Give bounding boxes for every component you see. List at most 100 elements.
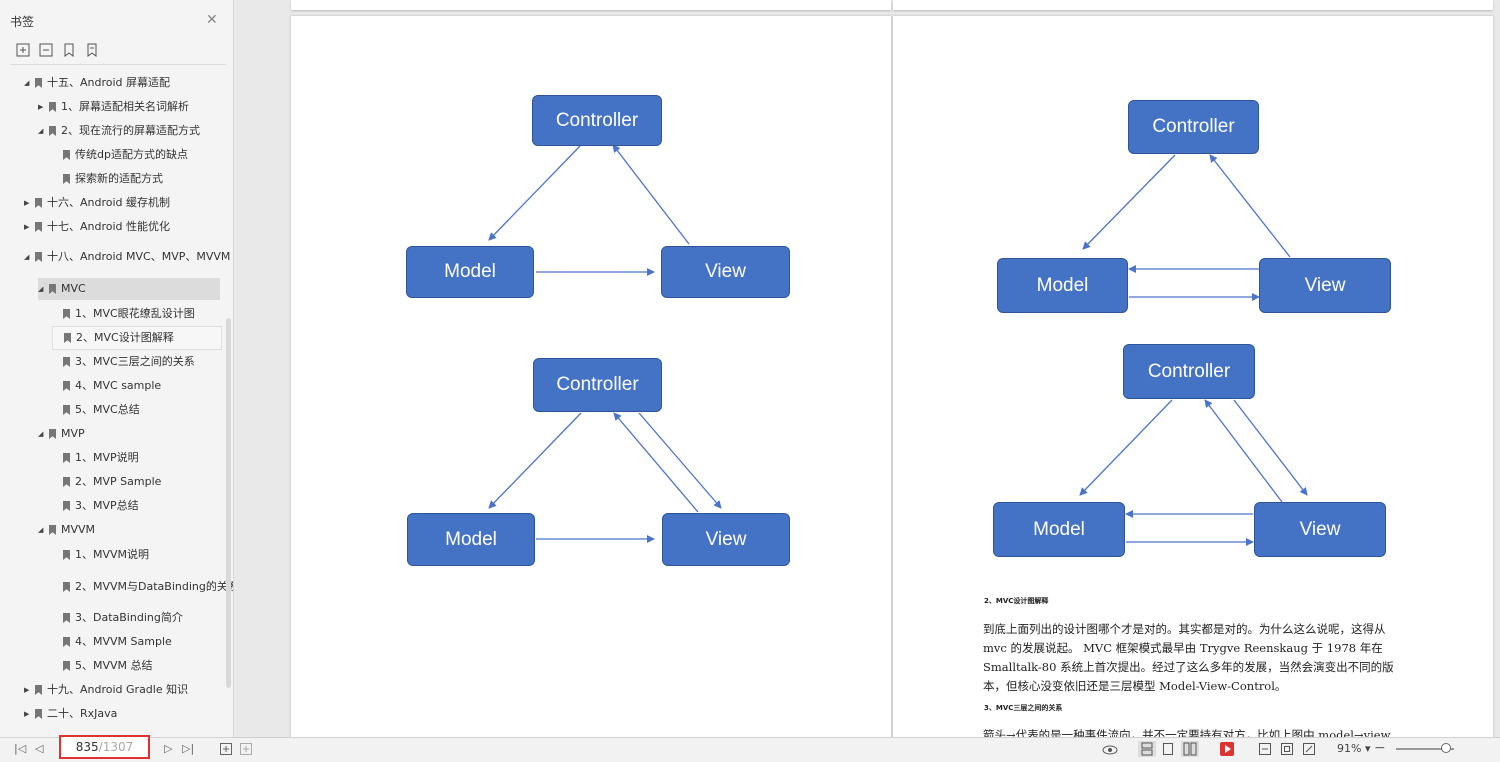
close-icon[interactable]: ✕ [206,12,218,28]
bookmark-panel: 书签 ✕ ◢十五、Android 屏幕适配 ▶1、屏幕适配相关名词解析 ◢2、现… [0,0,234,737]
first-page-button[interactable]: |◁ [14,742,27,755]
bookmark-flag-icon [63,582,70,592]
bookmark-flag-icon [49,102,56,112]
bookmark-item[interactable]: 1、MVC眼花缭乱设计图 [52,303,195,325]
single-page-icon[interactable] [1161,742,1175,756]
bookmark-flag-icon [35,198,42,208]
collapsed-triangle-icon[interactable]: ▶ [24,686,30,694]
add-bookmark-icon[interactable] [62,43,76,57]
continuous-view-icon[interactable] [1138,741,1156,757]
controller-box: Controller [1128,100,1259,154]
bookmark-flag-icon [63,453,70,463]
bookmark-item[interactable]: 5、MVVM 总结 [52,655,153,677]
play-icon[interactable] [1220,742,1234,756]
fit-page-icon[interactable] [1280,742,1294,756]
controller-box: Controller [533,358,662,412]
bookmark-flag-icon [63,381,70,391]
two-page-icon[interactable] [1181,741,1199,757]
bookmark-item-selected[interactable]: ◢MVC [38,278,220,300]
add-page-icon[interactable] [219,742,233,756]
page-number-input[interactable]: 835/1307 [59,735,150,759]
bookmark-icon[interactable] [85,43,99,57]
bookmark-panel-title: 书签 [10,15,35,29]
bookmark-flag-icon [35,78,42,88]
previous-page-button[interactable]: ◁ [35,742,44,755]
bookmark-flag-icon [63,477,70,487]
bookmark-flag-icon [35,685,42,695]
bookmark-item-hovered[interactable]: 2、MVC设计图解释 [52,326,222,350]
bookmark-item[interactable]: 3、MVC三层之间的关系 [52,351,195,373]
paragraph-line: 本，但核心没变依旧还是三层模型 Model-View-Control。 [983,679,1287,693]
bookmark-flag-icon [63,309,70,319]
collapsed-triangle-icon[interactable]: ▶ [24,223,30,231]
expanded-triangle-icon[interactable]: ◢ [38,430,44,438]
bookmark-item[interactable]: ◢MVP [38,423,85,445]
bookmark-item[interactable]: ▶十六、Android 缓存机制 [24,192,170,214]
collapsed-triangle-icon[interactable]: ▶ [24,199,30,207]
arrow-controller-to-model [1079,399,1173,496]
bookmark-item[interactable]: 1、MVP说明 [52,447,139,469]
next-page-button[interactable]: ▷ [164,742,173,755]
view-box: View [1259,258,1391,313]
zoom-out-button[interactable]: − [1374,740,1386,756]
insert-page-icon[interactable] [239,742,253,756]
bookmark-item[interactable]: 4、MVVM Sample [52,631,172,653]
total-pages: /1307 [98,740,134,754]
expanded-triangle-icon[interactable]: ◢ [38,285,44,293]
bookmark-flag-icon [63,405,70,415]
arrow-view-to-controller [613,412,699,513]
bookmark-item[interactable]: ▶十九、Android Gradle 知识 [24,679,188,701]
bookmark-item[interactable]: ◢十八、Android MVC、MVP、MVVM [24,246,230,268]
expanded-triangle-icon[interactable]: ◢ [38,127,44,135]
arrow-controller-to-model [1082,154,1176,250]
controller-box: Controller [1123,344,1255,399]
bookmark-item[interactable]: ▶十七、Android 性能优化 [24,216,170,238]
bookmark-flag-icon [63,637,70,647]
sidebar-scrollbar[interactable] [226,318,231,688]
zoom-slider[interactable] [1396,748,1454,750]
collapsed-triangle-icon[interactable]: ▶ [24,710,30,718]
bookmark-item[interactable]: 3、DataBinding简介 [52,607,183,629]
fit-width-icon[interactable] [1258,742,1272,756]
bookmark-item[interactable]: 传统dp适配方式的缺点 [52,144,188,166]
expanded-triangle-icon[interactable]: ◢ [38,526,44,534]
bookmark-item[interactable]: ◢MVVM [38,519,95,541]
last-page-button[interactable]: ▷| [182,742,195,755]
document-page-left: Controller Model View Controller Model V… [291,16,891,737]
expand-all-icon[interactable] [16,43,30,57]
bookmark-item[interactable]: ◢2、现在流行的屏幕适配方式 [38,120,200,142]
previous-page-edge [291,0,891,10]
bookmark-item[interactable]: ▶二十、RxJava [24,703,117,725]
collapsed-triangle-icon[interactable]: ▶ [38,103,44,111]
bookmark-flag-icon [63,501,70,511]
document-page-right: Controller Model View Controller Model V… [893,16,1493,737]
bookmark-flag-icon [35,709,42,719]
expanded-triangle-icon[interactable]: ◢ [24,253,30,261]
bookmark-item[interactable]: 2、MVVM与DataBinding的关系 [52,576,233,598]
model-box: Model [993,502,1125,557]
arrow-controller-to-model [488,412,582,509]
current-page: 835 [75,740,99,754]
expanded-triangle-icon[interactable]: ◢ [24,79,30,87]
arrow-view-to-controller [612,144,690,245]
bookmark-item[interactable]: 探索新的适配方式 [52,168,163,190]
bookmark-item[interactable]: 4、MVC sample [52,375,161,397]
bookmark-flag-icon [49,525,56,535]
zoom-level[interactable]: 91% ▾ [1337,742,1371,755]
collapse-all-icon[interactable] [39,43,53,57]
section-heading: 3、MVC三层之间的关系 [984,704,1063,712]
bookmark-item[interactable]: 2、MVP Sample [52,471,161,493]
arrow-controller-to-view [638,412,722,509]
bookmark-item[interactable]: 3、MVP总结 [52,495,139,517]
eye-icon[interactable] [1102,742,1118,756]
bookmark-item[interactable]: 1、MVVM说明 [52,544,149,566]
actual-size-icon[interactable] [1302,742,1316,756]
zoom-slider-handle[interactable] [1441,743,1451,753]
bookmark-item[interactable]: ▶1、屏幕适配相关名词解析 [38,96,189,118]
bookmark-flag-icon [64,333,71,343]
document-viewer[interactable]: Controller Model View Controller Model V… [234,0,1500,737]
model-box: Model [997,258,1128,313]
bookmark-item[interactable]: 5、MVC总结 [52,399,140,421]
bookmark-flag-icon [35,252,42,262]
bookmark-item[interactable]: ◢十五、Android 屏幕适配 [24,72,170,94]
